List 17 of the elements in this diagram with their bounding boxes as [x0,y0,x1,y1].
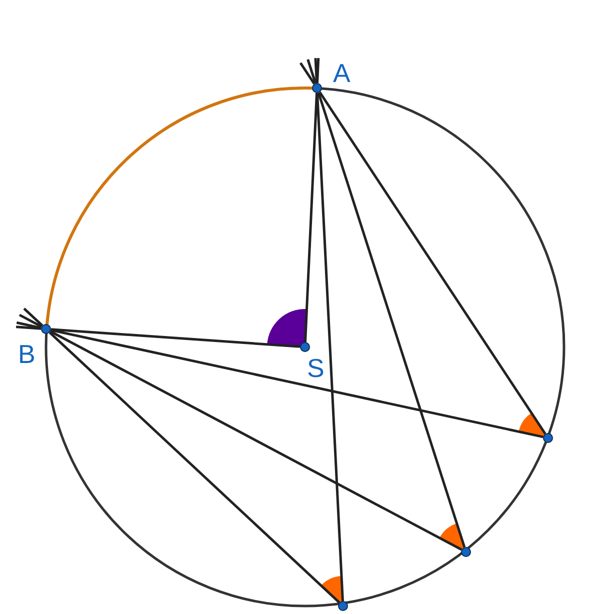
line-segment [50,330,462,551]
line-segment [304,92,318,342]
line-segment [48,332,340,604]
point-label: B [18,341,36,367]
line-segment [318,91,546,435]
line-segment [50,328,544,438]
point-label: S [307,355,324,381]
point [300,342,310,352]
point [543,433,553,443]
point [338,601,348,611]
point [461,547,471,557]
line-segment [316,92,344,602]
line-segment [50,328,300,348]
point-label: A [333,60,350,86]
point [312,83,322,93]
line-segment [317,92,466,548]
point [41,324,51,334]
